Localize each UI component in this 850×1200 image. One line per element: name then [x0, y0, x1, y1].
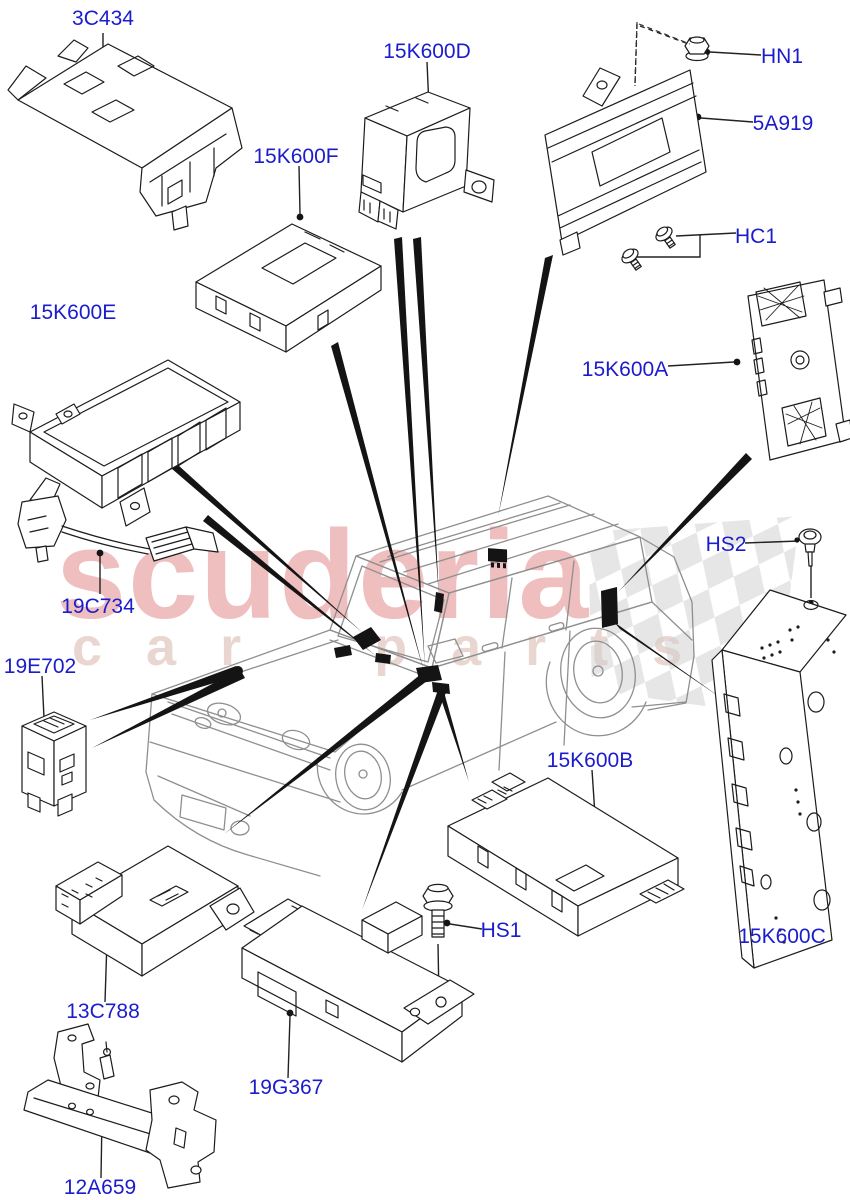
part-15K600B-module: [447, 772, 685, 937]
part-label-12A659: 12A659: [63, 1176, 137, 1199]
part-15K600F-module: [195, 223, 382, 353]
part-19C734-cable: [17, 477, 219, 563]
part-12A659-bracket: [23, 1023, 217, 1189]
part-label-19G367: 19G367: [248, 1076, 324, 1099]
part-15K600C-panel: [711, 589, 847, 969]
part-label-15K600A: 15K600A: [581, 358, 669, 381]
part-label-15K600C: 15K600C: [738, 925, 826, 948]
a-pillar-marker: [434, 592, 444, 613]
part-label-15K600B: 15K600B: [546, 749, 634, 772]
part-5A919-module: [544, 67, 707, 256]
hn1-dashed-guides: [634, 21, 691, 87]
part-HS1-bolt: [422, 883, 454, 938]
part-15K600E-module: [11, 359, 241, 527]
part-label-15K600D: 15K600D: [383, 40, 471, 63]
quarter-panel-marker: [601, 587, 618, 628]
part-19G367-module: [241, 898, 475, 1063]
part-label-3C434: 3C434: [72, 7, 134, 30]
callout-lines: [90, 237, 752, 910]
vehicle-outline: [145, 495, 695, 877]
part-3C434-bracket: [7, 39, 243, 231]
part-HN1-nut: [684, 36, 710, 62]
part-label-15K600E: 15K600E: [29, 301, 117, 324]
part-HC1-screws: [621, 226, 676, 271]
part-label-15K600F: 15K600F: [253, 145, 339, 168]
cowl-marker: [353, 627, 381, 650]
part-15K600D-module: [358, 91, 495, 230]
cowl-marker-right: [375, 653, 391, 664]
watermark-brand: scuderia: [56, 504, 591, 645]
part-label-HN1: HN1: [760, 45, 804, 68]
roof-module-marker: [488, 548, 507, 569]
part-19E702-relay: [21, 711, 87, 817]
part-label-19E702: 19E702: [3, 655, 77, 678]
part-15K600A-module: [747, 279, 850, 461]
part-HS2-screw: [798, 528, 822, 567]
part-label-19C734: 19C734: [61, 595, 135, 618]
part-label-5A919: 5A919: [752, 112, 814, 135]
part-label-13C788: 13C788: [66, 1000, 140, 1023]
part-label-HS2: HS2: [705, 533, 747, 556]
part-label-HC1: HC1: [734, 225, 778, 248]
cowl-marker-left: [334, 645, 352, 658]
part-13C788-module: [55, 845, 255, 977]
part-label-HS1: HS1: [480, 919, 522, 942]
